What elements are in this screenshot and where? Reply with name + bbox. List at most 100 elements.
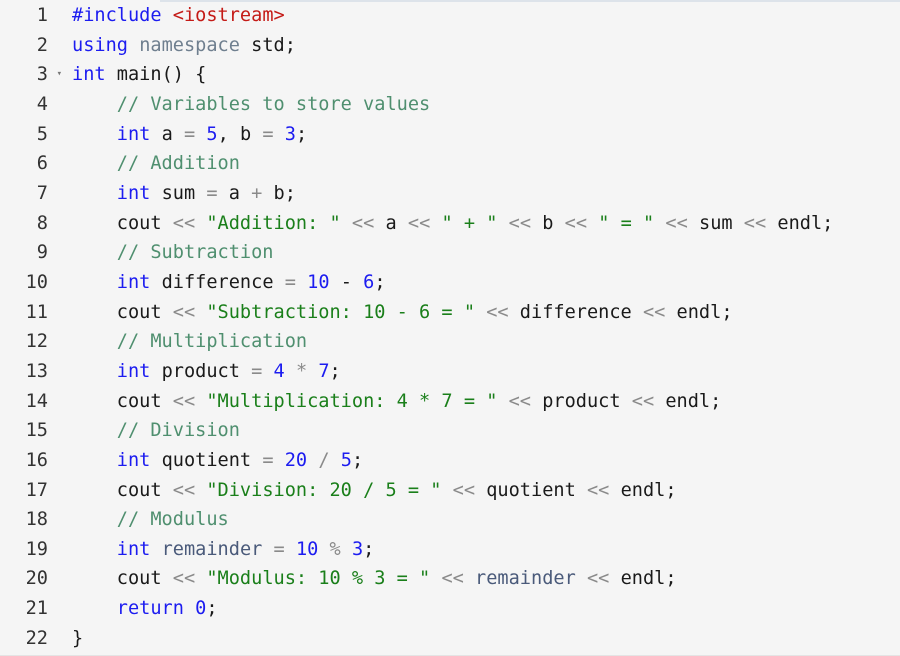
code-line[interactable]: 18 // Modulus <box>0 505 900 535</box>
code-token-kw: return <box>116 598 184 620</box>
code-token-id <box>497 213 508 234</box>
code-token-id <box>296 272 307 293</box>
code-line[interactable]: 1#include <iostream> <box>0 1 900 31</box>
code-token-op: << <box>486 301 509 323</box>
code-content[interactable]: // Division <box>48 416 240 446</box>
line-number-text: 7 <box>36 182 48 204</box>
code-token-id <box>341 539 352 560</box>
code-token-kw: int <box>116 360 151 382</box>
code-content[interactable]: return 0; <box>48 594 218 624</box>
code-token-str: " + " <box>441 212 498 234</box>
code-content[interactable]: cout << "Modulus: 10 % 3 = " << remainde… <box>48 564 677 594</box>
code-token-id <box>262 539 273 560</box>
line-number: 2 <box>0 31 48 61</box>
code-token-id: ; <box>329 360 341 382</box>
code-token-id: quotient <box>150 449 263 471</box>
code-line[interactable]: 14 cout << "Multiplication: 4 * 7 = " <<… <box>0 387 900 417</box>
code-token-id <box>72 539 117 560</box>
code-token-id: endl; <box>766 212 834 234</box>
code-token-id <box>654 213 665 234</box>
code-line[interactable]: 13 int product = 4 * 7; <box>0 357 900 387</box>
code-line[interactable]: 16 int quotient = 20 / 5; <box>0 446 900 476</box>
code-token-op: = <box>284 271 296 293</box>
code-token-id <box>72 420 117 441</box>
code-content[interactable]: // Multiplication <box>48 327 307 357</box>
code-content[interactable]: cout << "Multiplication: 4 * 7 = " << pr… <box>48 387 722 417</box>
code-line[interactable]: 20 cout << "Modulus: 10 % 3 = " << remai… <box>0 564 900 594</box>
code-content[interactable]: cout << "Subtraction: 10 - 6 = " << diff… <box>48 298 733 328</box>
code-content[interactable]: int a = 5, b = 3; <box>48 120 307 150</box>
code-content[interactable]: } <box>48 624 83 654</box>
code-token-id: sum <box>150 182 207 204</box>
line-number: 21 <box>0 594 48 624</box>
code-token-op: << <box>631 390 655 412</box>
code-content[interactable]: int product = 4 * 7; <box>48 357 341 387</box>
code-token-id <box>430 213 441 234</box>
code-content[interactable]: // Addition <box>48 149 240 179</box>
code-line[interactable]: 19 int remainder = 10 % 3; <box>0 535 900 565</box>
fold-arrow-icon[interactable]: ▾ <box>56 69 62 80</box>
line-number-text: 10 <box>25 271 48 293</box>
code-token-id <box>195 302 206 323</box>
code-token-id <box>72 450 117 471</box>
line-number: 16 <box>0 446 48 476</box>
code-line[interactable]: 11 cout << "Subtraction: 10 - 6 = " << d… <box>0 298 900 328</box>
line-number: 4 <box>0 90 48 120</box>
code-token-id <box>195 568 206 589</box>
code-line[interactable]: 9 // Subtraction <box>0 238 900 268</box>
code-token-id <box>318 539 329 560</box>
code-token-id: cout <box>72 568 173 590</box>
code-line[interactable]: 12 // Multiplication <box>0 327 900 357</box>
code-token-id <box>576 568 587 589</box>
code-line[interactable]: 7 int sum = a + b; <box>0 179 900 209</box>
code-content[interactable]: // Subtraction <box>48 238 274 268</box>
code-line[interactable]: 6 // Addition <box>0 149 900 179</box>
code-content[interactable]: cout << "Division: 20 / 5 = " << quotien… <box>48 476 677 506</box>
code-content[interactable]: using namespace std; <box>48 31 296 61</box>
code-token-id <box>72 242 117 263</box>
code-content[interactable]: int main() { <box>48 60 206 90</box>
code-token-id <box>72 124 117 145</box>
code-content[interactable]: // Modulus <box>48 505 229 535</box>
code-token-id: a <box>374 212 408 234</box>
code-token-id: product <box>531 390 632 412</box>
line-number: 1 <box>0 1 48 31</box>
code-token-op: << <box>441 568 464 590</box>
code-token-id <box>330 450 341 471</box>
line-number-text: 9 <box>36 242 48 264</box>
code-token-id <box>341 213 352 234</box>
code-line[interactable]: 15 // Division <box>0 416 900 446</box>
code-content[interactable]: int difference = 10 - 6; <box>48 268 386 298</box>
code-line[interactable]: 4 // Variables to store values <box>0 90 900 120</box>
code-token-op: = <box>262 123 274 145</box>
code-token-id: product <box>150 360 252 382</box>
code-line[interactable]: 21 return 0; <box>0 594 900 624</box>
code-content[interactable]: #include <iostream> <box>48 1 285 31</box>
code-content[interactable]: cout << "Addition: " << a << " + " << b … <box>48 209 834 239</box>
code-line[interactable]: 22} <box>0 624 900 654</box>
line-number-text: 4 <box>36 93 48 115</box>
code-content[interactable]: int sum = a + b; <box>48 179 296 209</box>
code-line[interactable]: 10 int difference = 10 - 6; <box>0 268 900 298</box>
code-line[interactable]: 3▾int main() { <box>0 60 900 90</box>
code-token-kw: using <box>72 34 128 56</box>
code-content[interactable]: // Variables to store values <box>48 90 430 120</box>
code-line[interactable]: 5 int a = 5, b = 3; <box>0 120 900 150</box>
line-number-text: 18 <box>25 509 48 531</box>
code-token-id <box>195 391 206 412</box>
line-number-text: 21 <box>25 598 48 620</box>
code-token-id: std; <box>239 34 296 56</box>
code-token-var: remainder <box>161 538 263 560</box>
code-line[interactable]: 17 cout << "Division: 20 / 5 = " << quot… <box>0 476 900 506</box>
code-content[interactable]: int remainder = 10 % 3; <box>48 535 375 565</box>
code-token-id <box>195 124 206 145</box>
line-number: 14 <box>0 387 48 417</box>
code-token-id <box>72 94 117 115</box>
code-content[interactable]: int quotient = 20 / 5; <box>48 446 363 476</box>
code-token-cm: // Division <box>116 420 240 442</box>
code-line[interactable]: 8 cout << "Addition: " << a << " + " << … <box>0 209 900 239</box>
code-token-id: cout <box>72 212 173 234</box>
code-token-id <box>274 450 285 471</box>
